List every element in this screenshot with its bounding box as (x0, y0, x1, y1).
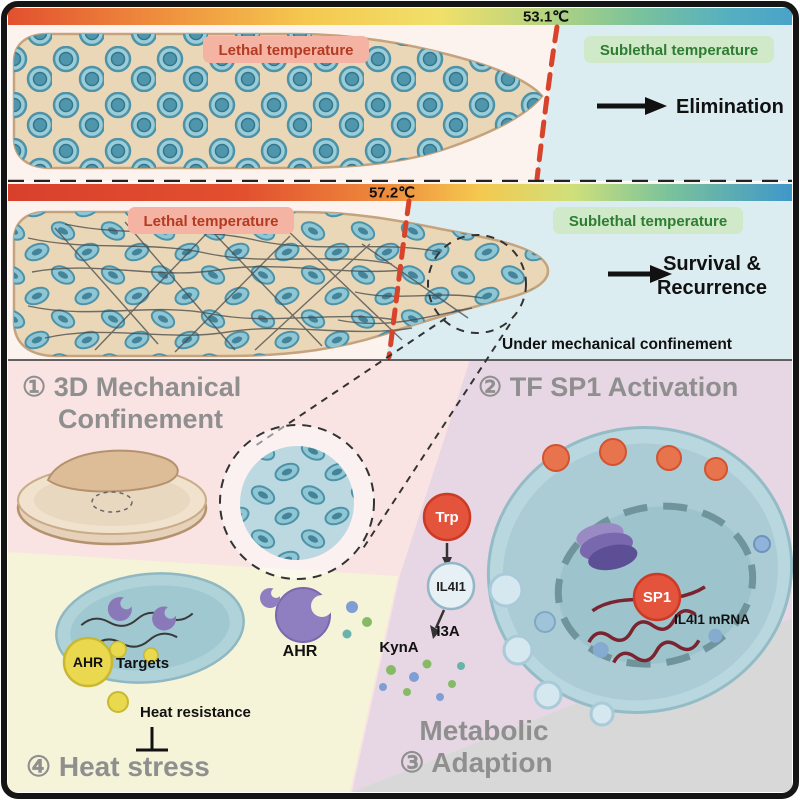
lethal-badge-bg-1 (203, 36, 369, 63)
quadrant2-title: ② TF SP1 Activation (478, 372, 738, 402)
vesicles (488, 535, 771, 727)
trp-label: Trp (435, 509, 458, 526)
sp1-label: SP1 (643, 589, 671, 606)
targets-label: Targets (116, 655, 169, 672)
temperature-value-1: 53.1℃ (523, 9, 569, 26)
tissue-flap (46, 449, 179, 493)
temperature-gradient-bar-1 (8, 8, 792, 25)
ablation-boundary-dash-2 (386, 198, 412, 360)
temperature-gradient-bar-2 (8, 184, 792, 201)
confinement-zoom-circle (427, 234, 527, 334)
lethal-badge-text-2: Lethal temperature (143, 213, 278, 230)
temperature-value-2: 57.2℃ (369, 185, 415, 202)
tumor-cells-1 (14, 34, 542, 168)
il4i1-label: IL4I1 (436, 579, 466, 594)
quadrant1-title-line2: Confinement (58, 404, 223, 434)
arrow-right-icon-survival (608, 265, 672, 283)
lethal-badge-1: Lethal temperature (203, 36, 369, 63)
confined-spheroid (219, 424, 375, 580)
quadrant3-title-line1: Metabolic (419, 715, 548, 746)
ablation-boundary-dash-1 (534, 24, 560, 182)
il4i1-mrna-label: IL4I1 mRNA (674, 612, 750, 627)
target-molecule (107, 691, 129, 713)
sublethal-badge-1: Sublethal temperature (584, 36, 774, 63)
arrow-down-icon-il4i1-to-metabolites (430, 609, 446, 639)
ahr-protein-label: AHR (283, 643, 318, 660)
outcome-survival-line2: Recurrence (657, 277, 767, 299)
lethal-badge-text-1: Lethal temperature (218, 42, 353, 59)
lethal-badge-bg-2 (128, 207, 294, 234)
petri-dish (16, 449, 208, 546)
trp-molecules (542, 438, 728, 481)
outcome-survival-line1: Survival & (663, 253, 761, 275)
target-gene-dots (109, 640, 159, 663)
metabolite-dots (379, 659, 465, 701)
quadrant3-title-line2: ③ Adaption (399, 747, 552, 778)
ahr-crescents (107, 597, 177, 631)
zoom-connector-line-2 (361, 323, 511, 551)
i3a-label: I3A (436, 623, 460, 640)
ahr-protein (260, 587, 333, 643)
ligand-dots-near-ahr (342, 601, 372, 639)
sublethal-badge-bg-2 (553, 207, 743, 234)
kyna-label: KynA (379, 639, 418, 656)
quadrant1-title-line1: ① 3D Mechanical (22, 372, 241, 402)
panel-lethal-53: 53.1℃ Lethal temperature Sublethal tempe… (8, 8, 792, 182)
lethal-badge-2: Lethal temperature (128, 207, 294, 234)
sublethal-badge-text-2: Sublethal temperature (569, 213, 727, 230)
ecm-fiber-mesh (27, 221, 483, 353)
outcome-elimination: Elimination (676, 96, 784, 118)
heat-resistance-label: Heat resistance (140, 704, 251, 721)
il4i1-enzyme (426, 561, 476, 611)
confinement-note: Under mechanical confinement (502, 336, 732, 353)
quadrant4-title: ④ Heat stress (26, 751, 210, 782)
sublethal-badge-text-1: Sublethal temperature (600, 42, 758, 59)
trp-molecule-labeled (422, 492, 472, 542)
nuclear-dot (592, 641, 609, 658)
arrow-right-icon-elimination (597, 97, 667, 115)
ahr-badge-label: AHR (73, 654, 103, 670)
panel-lethal-57: 57.2℃ Lethal temperature Sublethal tempe… (8, 182, 792, 360)
inhibition-tbar-icon (136, 727, 168, 752)
panel1-sublethal-zone (535, 25, 792, 181)
sublethal-badge-2: Sublethal temperature (553, 207, 743, 234)
rna-polymerase (576, 522, 638, 571)
ahr-badge (62, 636, 114, 688)
mechanism-panel: ① 3D Mechanical Confinement ② TF SP1 Act… (8, 317, 794, 792)
tumor-cell-large (486, 426, 794, 714)
sublethal-badge-bg-1 (584, 36, 774, 63)
sp1-protein (632, 572, 682, 622)
dish-marking (91, 491, 133, 513)
nuclear-dot (708, 628, 723, 643)
